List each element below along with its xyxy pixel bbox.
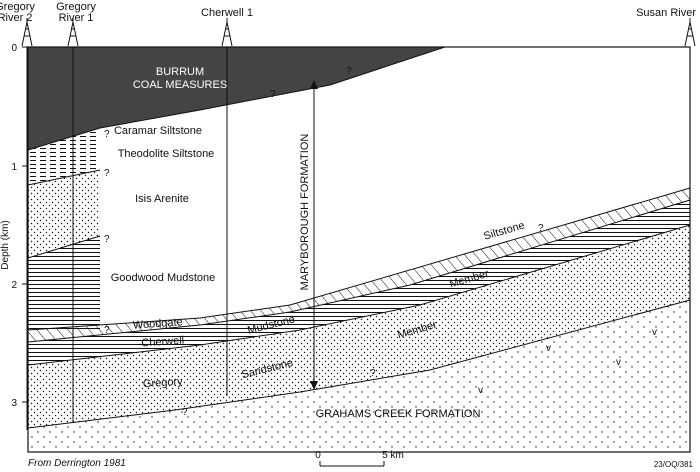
query-mark: ? [182, 407, 188, 418]
well-label-gregory-river-2: Gregory [0, 1, 35, 13]
goodwood-unit [28, 236, 100, 330]
query-mark: ? [538, 223, 544, 234]
well-cherwell-1 [221, 18, 233, 396]
well-label-gregory-river-1: Gregory [56, 1, 96, 13]
depth-tick-1: 1 [11, 162, 17, 173]
volcanic-mark: v [652, 327, 657, 338]
boundaries [27, 46, 691, 429]
grahams-creek-label: GRAHAMS CREEK FORMATION [316, 408, 481, 420]
isis-label: Isis Arenite [135, 193, 189, 205]
burrum-label-1: BURRUM [156, 66, 204, 78]
query-mark: ? [346, 66, 352, 77]
isis-unit [28, 170, 100, 258]
depth-tick-0: 0 [11, 43, 17, 54]
woodgate-label: Woodgate [132, 316, 183, 331]
caramar-label: Caramar Siltstone [114, 125, 202, 137]
query-mark: ? [104, 325, 110, 336]
figure-code: 23/OQ/381 [654, 460, 694, 469]
goodwood-label: Goodwood Mudstone [111, 272, 216, 284]
query-mark: ? [370, 368, 376, 379]
theodolite-label: Theodolite Siltstone [118, 148, 215, 160]
depth-axis-label: Depth (km) [0, 220, 11, 269]
cherwell-label: Cherwell [141, 335, 185, 350]
query-mark: ? [104, 129, 110, 140]
burrum-label-2: COAL MEASURES [133, 79, 227, 91]
scale-bar [319, 461, 385, 467]
depth-tick-2: 2 [11, 280, 17, 291]
grahams-creek-unit [28, 300, 690, 452]
strata [28, 47, 690, 452]
source-credit: From Derrington 1981 [28, 458, 126, 469]
scale-bar-end: 5 km [382, 450, 404, 461]
well-label-susan-river: Susan River [636, 7, 696, 19]
gregory-label: Gregory [143, 376, 184, 391]
volcanic-mark: v [616, 357, 621, 368]
well-label-cherwell-1: Cherwell 1 [201, 7, 253, 19]
query-mark: ? [104, 234, 110, 245]
well-gregory-river-2 [21, 18, 33, 430]
burrum-unit [28, 47, 445, 150]
volcanic-mark: v [546, 343, 551, 354]
maryborough-arrow [310, 80, 318, 390]
gregory-unit [28, 225, 690, 428]
theodolite-unit [28, 128, 100, 185]
well-susan-river [684, 18, 696, 345]
well-label-gregory-river-2-line2: River 2 [0, 12, 32, 24]
wells [21, 18, 696, 430]
query-mark: ? [104, 168, 110, 179]
cherwell-unit [28, 200, 690, 365]
maryborough-label: MARYBOROUGH FORMATION [299, 134, 311, 291]
depth-axis [22, 46, 28, 403]
scale-bar-start: 0 [315, 450, 321, 461]
query-mark: ? [270, 89, 276, 100]
volcanic-mark: v [478, 385, 483, 396]
well-label-gregory-river-1-line2: River 1 [59, 12, 94, 24]
depth-tick-3: 3 [11, 398, 17, 409]
well-gregory-river-1 [67, 18, 79, 422]
